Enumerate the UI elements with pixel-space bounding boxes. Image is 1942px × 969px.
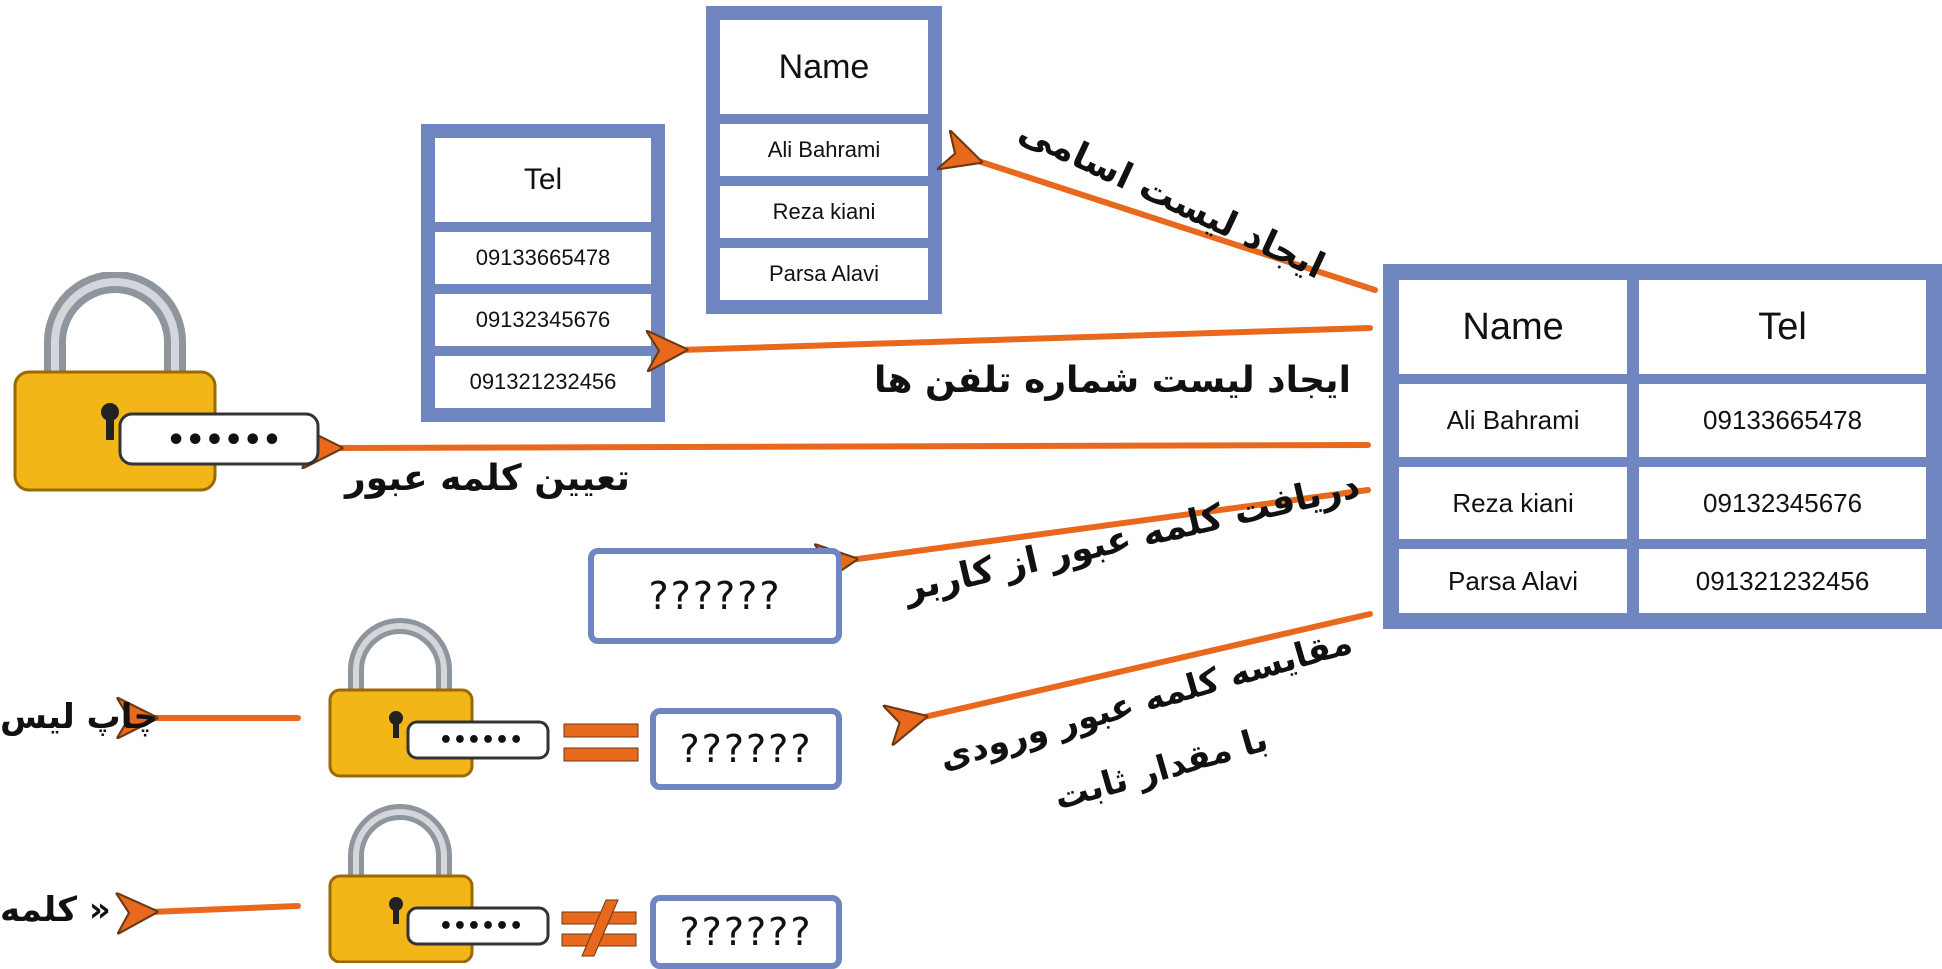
equals-icon — [563, 723, 639, 762]
contacts-cell-tel: 09132345676 — [1639, 466, 1926, 550]
phones-table-cell: 09133665478 — [435, 232, 651, 294]
names-table-header: Name — [720, 20, 928, 124]
padlock-icon: •••••• — [10, 271, 320, 492]
contacts-header-name: Name — [1399, 280, 1640, 384]
password-mask: •••••• — [166, 422, 282, 458]
arrow-to-names — [975, 160, 1378, 293]
password-mask: •••••• — [438, 727, 524, 753]
not-equal-icon — [561, 899, 637, 957]
phones-table-cell: 09132345676 — [435, 294, 651, 356]
arrow-to-input — [850, 487, 1371, 560]
contacts-cell-name: Reza kiani — [1399, 466, 1640, 550]
password-input-box: ?????? — [650, 708, 842, 790]
set-password-label: تعیین کلمه عبور — [345, 458, 630, 499]
names-table: Name Ali Bahrami Reza kiani Parsa Alavi — [706, 6, 942, 314]
password-input-box: ?????? — [650, 895, 842, 969]
unknown-input-text: ?????? — [648, 574, 782, 618]
contacts-cell-name: Parsa Alavi — [1399, 549, 1640, 613]
contacts-cell-tel: 09133665478 — [1639, 384, 1926, 467]
password-input-box: ?????? — [588, 548, 842, 644]
contacts-header-tel: Tel — [1639, 280, 1926, 384]
create-phone-list-label: ایجاد لیست شماره تلفن ها — [874, 360, 1351, 401]
arrow-to-phones — [680, 325, 1373, 350]
unknown-input-text: ?????? — [679, 727, 813, 771]
unknown-input-text: ?????? — [679, 910, 813, 954]
phones-table-cell: 091321232456 — [435, 356, 651, 408]
arrow-to-compare — [920, 611, 1373, 718]
phones-table: Tel 09133665478 09132345676 091321232456 — [421, 124, 665, 422]
password-mask: •••••• — [438, 913, 524, 939]
print-list-label: چاپ لیس — [0, 697, 158, 737]
padlock-icon: •••••• — [326, 804, 551, 964]
padlock-icon: •••••• — [326, 618, 551, 778]
names-table-cell: Reza kiani — [720, 186, 928, 248]
phones-table-header: Tel — [435, 138, 651, 232]
contacts-table: Name Tel Ali Bahrami 09133665478 Reza ki… — [1383, 264, 1942, 629]
names-table-cell: Ali Bahrami — [720, 124, 928, 186]
arrow-to-set-password — [335, 445, 1371, 448]
contacts-cell-name: Ali Bahrami — [1399, 384, 1640, 467]
names-table-cell: Parsa Alavi — [720, 248, 928, 300]
contacts-cell-tel: 091321232456 — [1639, 549, 1926, 613]
arrow-wrong-password — [150, 906, 301, 912]
wrong-password-label: « کلمه — [0, 890, 111, 930]
